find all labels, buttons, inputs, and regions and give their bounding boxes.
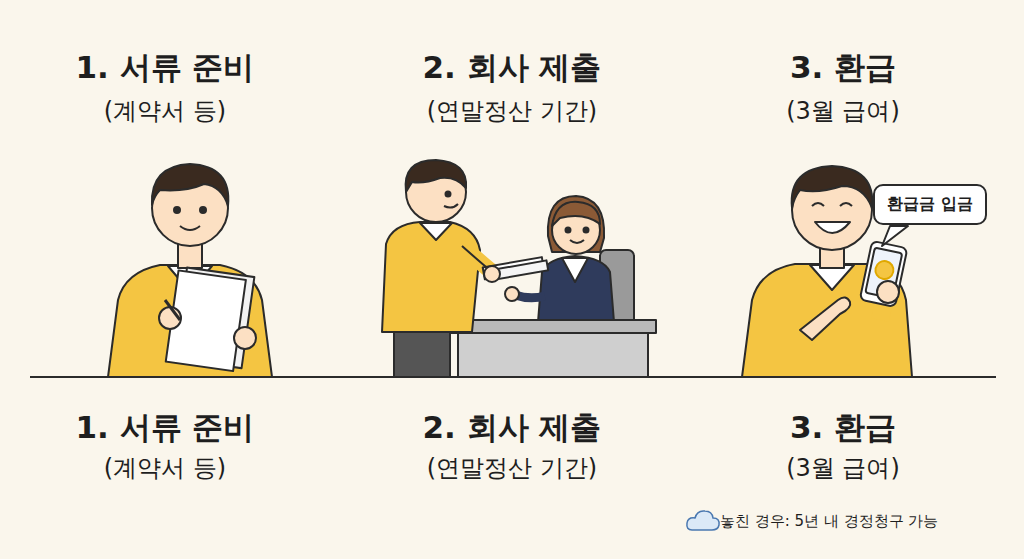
speech-bubble: 환급금 입금 — [873, 184, 987, 225]
office-scene — [382, 160, 656, 377]
step-heading: 1. 서류 준비 — [76, 407, 255, 449]
step-subheading: (3월 급여) — [786, 452, 900, 484]
person-documents — [108, 164, 272, 377]
step-subheading: (3월 급여) — [786, 95, 900, 127]
step-subheading: (연말정산 기간) — [427, 95, 597, 127]
bubble-tail — [882, 226, 908, 246]
footnote: 놓친 경우: 5년 내 경정청구 가능 — [720, 512, 938, 531]
step-subheading: (계약서 등) — [104, 95, 226, 127]
cloud-icon — [687, 511, 719, 530]
step-heading: 3. 환급 — [790, 407, 896, 449]
step-heading: 2. 회사 제출 — [423, 407, 602, 449]
step-heading: 3. 환급 — [790, 47, 896, 89]
bubble-text: 환급금 입금 — [887, 194, 973, 215]
step-subheading: (계약서 등) — [104, 452, 226, 484]
step-heading: 1. 서류 준비 — [76, 47, 255, 89]
step-heading: 2. 회사 제출 — [423, 47, 602, 89]
step-subheading: (연말정산 기간) — [427, 452, 597, 484]
